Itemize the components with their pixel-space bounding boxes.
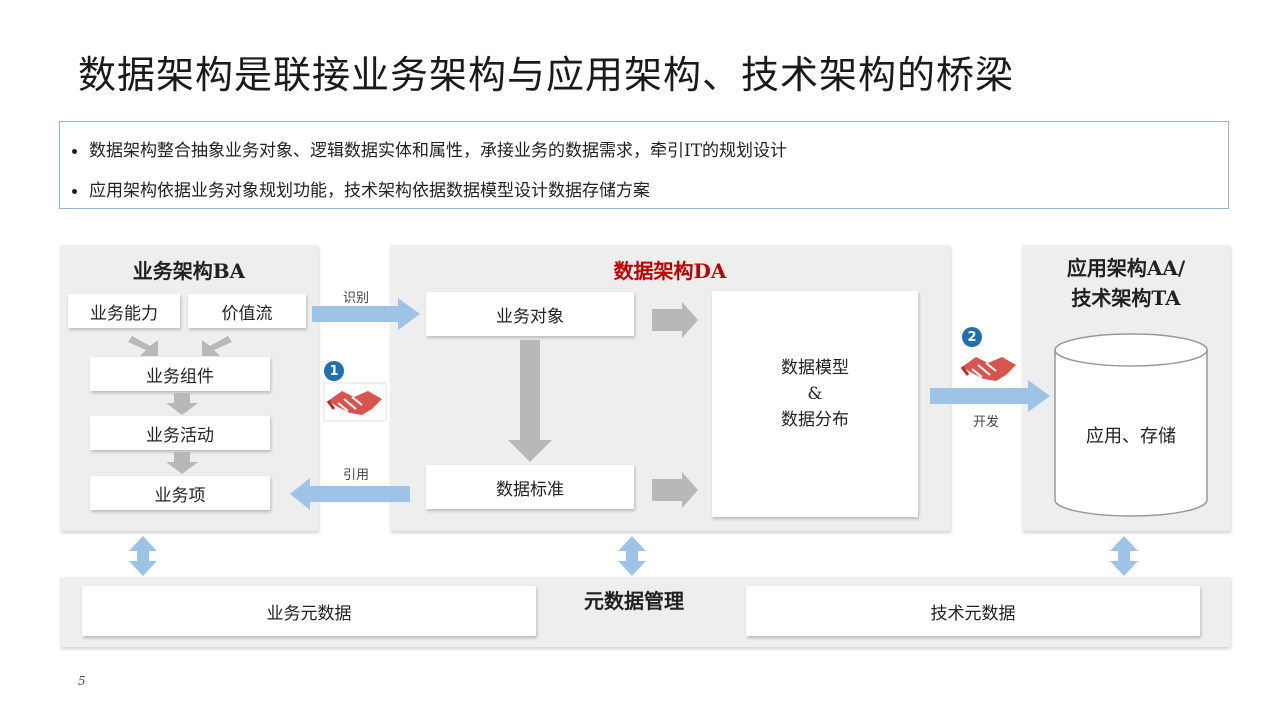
da-data-standard-box: 数据标准	[426, 465, 634, 509]
model-line-1: 数据模型	[781, 358, 849, 378]
ba-title: 业务架构BA	[132, 259, 246, 283]
ba-capability-box: 业务能力	[68, 294, 180, 328]
tech-metadata-box: 技术元数据	[746, 586, 1200, 636]
gray-arrow-right-bottom	[652, 472, 698, 508]
model-line-2: &	[807, 384, 823, 404]
develop-label: 开发	[973, 415, 1000, 430]
metadata-title: 元数据管理	[584, 589, 684, 613]
aa-storage-label: 应用、存储	[1086, 426, 1176, 447]
aa-title-line-2: 技术架构TA	[1071, 286, 1181, 310]
handshake-icon	[323, 382, 387, 422]
badge-2: 2	[962, 327, 982, 347]
identify-arrow	[312, 298, 420, 330]
badge-1: 1	[324, 361, 344, 381]
cite-label: 引用	[343, 468, 370, 483]
gray-arrow-right-top	[652, 302, 698, 338]
model-line-3: 数据分布	[781, 410, 849, 430]
page-title: 数据架构是联接业务架构与应用架构、技术架构的桥梁	[78, 53, 1015, 97]
gray-arrow-down-1	[166, 393, 198, 415]
bullet-text: 数据架构整合抽象业务对象、逻辑数据实体和属性，承接业务的数据需求，牵引IT的规划…	[89, 141, 788, 161]
aa-title: 应用架构AA/ 技术架构TA	[1022, 253, 1230, 313]
ba-component-box: 业务组件	[90, 357, 270, 391]
business-metadata-box: 业务元数据	[82, 586, 536, 636]
cite-arrow	[290, 478, 410, 510]
double-arrow-middle	[618, 536, 646, 576]
cylinder-body	[1054, 350, 1208, 517]
gray-arrow-diag-right	[202, 336, 232, 356]
da-title: 数据架构DA	[613, 259, 727, 283]
gray-arrow-down-2	[166, 452, 198, 474]
summary-box: 数据架构整合抽象业务对象、逻辑数据实体和属性，承接业务的数据需求，牵引IT的规划…	[59, 121, 1229, 209]
ba-item-box: 业务项	[90, 476, 270, 510]
double-arrow-left	[129, 536, 157, 576]
ba-value-stream-box: 价值流	[188, 294, 306, 328]
gray-arrow-down-big	[508, 340, 552, 462]
bullet-dot	[72, 189, 77, 194]
double-arrow-right	[1110, 536, 1138, 576]
cylinder-top	[1054, 333, 1208, 367]
bullet-text: 应用架构依据业务对象规划功能，技术架构依据数据模型设计数据存储方案	[89, 181, 650, 201]
page-number: 5	[78, 674, 86, 688]
ba-activity-box: 业务活动	[90, 416, 270, 450]
bullet-dot	[72, 149, 77, 154]
da-data-model-box: 数据模型 & 数据分布	[712, 291, 918, 517]
gray-arrow-diag-left	[128, 336, 158, 356]
handshake-icon	[960, 357, 1016, 381]
aa-title-line-1: 应用架构AA/	[1066, 256, 1186, 280]
develop-arrow	[930, 380, 1050, 412]
identify-label: 识别	[343, 291, 370, 306]
bullet-item: 数据架构整合抽象业务对象、逻辑数据实体和属性，承接业务的数据需求，牵引IT的规划…	[72, 136, 787, 161]
da-business-object-box: 业务对象	[426, 292, 634, 336]
bullet-item: 应用架构依据业务对象规划功能，技术架构依据数据模型设计数据存储方案	[72, 176, 650, 201]
